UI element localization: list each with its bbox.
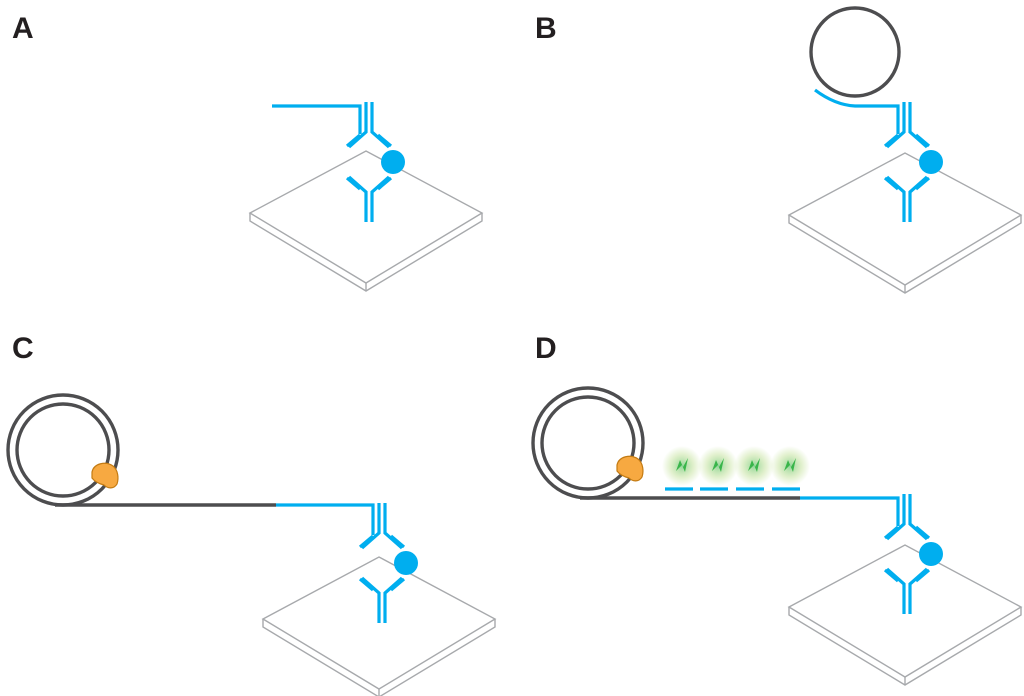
oligo-d (800, 496, 900, 526)
panel-label-c: C (12, 332, 34, 365)
plate-c (262, 556, 496, 696)
panel-b (788, 6, 1022, 294)
panel-d (531, 386, 1022, 686)
fluorophore-icon (734, 446, 774, 486)
polymerase-icon (91, 462, 119, 489)
fluorophore-icon (698, 446, 738, 486)
plate-d (788, 544, 1022, 686)
panel-label-b: B (535, 12, 557, 45)
fluorophore-icon (770, 446, 810, 486)
oligo-b (814, 88, 900, 134)
circular-dna-b (809, 6, 901, 98)
fluorophore-icon (662, 446, 702, 486)
panel-label-d: D (535, 332, 557, 365)
plate-b (788, 152, 1022, 294)
oligo-c (276, 503, 375, 535)
panel-c (6, 393, 496, 696)
circular-dna-inner-c (15, 402, 111, 498)
panel-a (249, 100, 483, 292)
oligo-a (272, 104, 362, 134)
polymerase-icon (616, 455, 644, 482)
circular-dna-outer-d (531, 386, 645, 500)
circular-dna-outer-c (6, 393, 120, 507)
panel-label-a: A (12, 12, 34, 45)
circular-dna-inner-d (540, 395, 636, 491)
